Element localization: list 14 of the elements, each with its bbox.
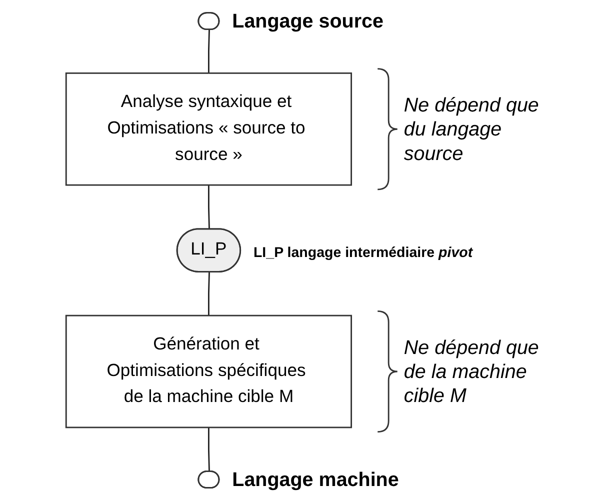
terminal-ellipse <box>198 12 220 30</box>
terminal-ellipse <box>198 470 220 488</box>
annotation-text: Ne dépend que du langage source <box>404 94 539 165</box>
node-caption: LI_P langage intermédiaire pivot <box>253 244 473 261</box>
process-box: Analyse syntaxique et Optimisations « source to source » <box>65 72 352 186</box>
annotation-text: Ne dépend que de la machine cible M <box>404 336 539 408</box>
connector-line <box>208 30 210 74</box>
terminal-ellipse: LI_P <box>176 228 242 272</box>
connector-line <box>208 185 210 230</box>
node-caption: Langage machine <box>232 469 399 492</box>
process-box: Génération et Optimisations spécifiques de la machine cible M <box>65 314 352 428</box>
connector-line <box>208 272 210 316</box>
connector-line <box>208 427 210 472</box>
node-caption: Langage source <box>232 10 384 33</box>
